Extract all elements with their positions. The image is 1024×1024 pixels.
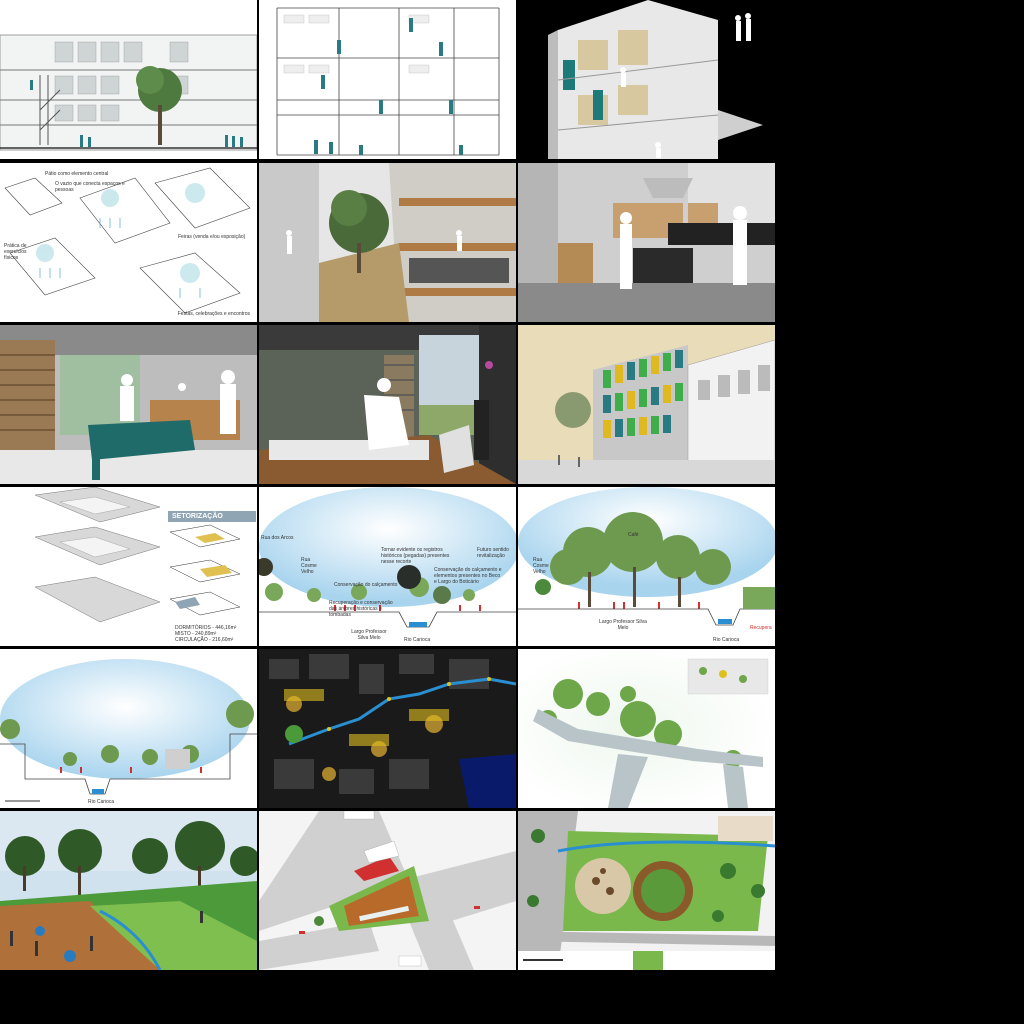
park-perspective-render xyxy=(0,811,257,970)
urban-section-a: Rua dos Arcos Rua Cosme Velho Tornar evi… xyxy=(259,487,516,646)
setorizacao-title: SETORIZAÇÃO xyxy=(168,511,256,522)
label-vazio: O vazio que conecta espaços e pessoas xyxy=(55,181,125,193)
building-section-elevation xyxy=(0,0,257,159)
legend-dormitorios: DORMITÓRIOS - 446,16m² xyxy=(175,625,237,631)
landscape-plan-aerial xyxy=(518,649,775,808)
label-patio: Pátio como elemento central xyxy=(45,171,109,177)
label-feiras: Feiras (venda e/ou exposição) xyxy=(178,234,246,240)
atrium-render xyxy=(259,163,516,322)
urban-section-c: Rio Carioca xyxy=(0,649,257,808)
legend-misto: MISTO - 240,89m² xyxy=(175,631,217,637)
label-recupera-b: Recupera xyxy=(750,625,772,631)
patio-concept-diagrams: Pátio como elemento central O vazio que … xyxy=(0,163,257,322)
label-festas: Festas, celebrações e encontros xyxy=(177,311,250,317)
bedroom-render xyxy=(259,325,516,484)
label-rio: Rio Carioca xyxy=(404,637,431,643)
label-futuro: Futuro sentido revitalização xyxy=(477,547,509,559)
kitchen-render xyxy=(518,163,775,322)
label-cosme: Rua Cosme Velho xyxy=(301,557,317,575)
legend-circulacao: CIRCULAÇÃO - 216,60m² xyxy=(175,637,234,643)
label-arcos: Rua dos Arcos xyxy=(261,535,294,541)
label-rio-c: Rio Carioca xyxy=(88,799,115,805)
park-site-plan xyxy=(518,811,775,970)
label-tornar: Tornar evidente os registros históricos … xyxy=(381,547,450,565)
label-largo: Largo Professor Silva Melo xyxy=(351,629,387,641)
axonometric-section-cutaway xyxy=(518,0,775,159)
label-conservacao1: Conservação do calçamento xyxy=(334,582,398,588)
label-recupera: Recuperação e conservação das árvores hi… xyxy=(329,600,393,618)
facade-street-render xyxy=(518,325,775,484)
lounge-render xyxy=(0,325,257,484)
sectorization-axonometric: SETORIZAÇÃO DORMITÓRIOS - 446,16m² MISTO… xyxy=(0,487,257,646)
label-rio-b: Rio Carioca xyxy=(713,637,740,643)
building-section-drawing xyxy=(259,0,516,159)
intersection-plan xyxy=(259,811,516,970)
label-exercicios: Prática de exercícios físicos xyxy=(4,243,27,261)
urban-section-b: Rua Cosme Velho Café Largo Professor Sil… xyxy=(518,487,775,646)
label-conservacao2: Conservação do calçamento e elementos pr… xyxy=(434,567,502,585)
label-cafe: Café xyxy=(628,532,639,538)
dark-urban-map xyxy=(259,649,516,808)
label-largo-b: Largo Professor Silva Melo xyxy=(599,619,647,631)
label-cosme-b: Rua Cosme Velho xyxy=(533,557,549,575)
